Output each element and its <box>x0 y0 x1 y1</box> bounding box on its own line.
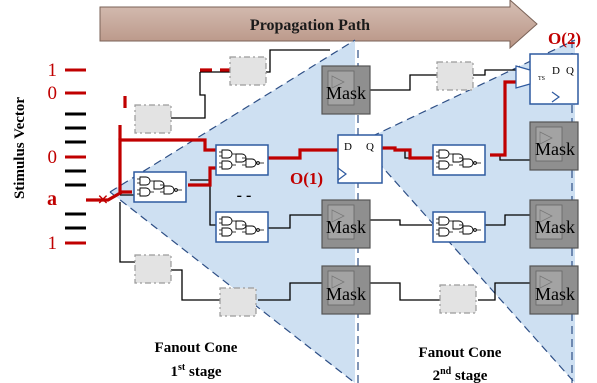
banner-label: Propagation Path <box>250 17 370 34</box>
cone2-line1: Fanout Cone <box>419 345 502 361</box>
mask-label-1: Mask <box>326 83 366 103</box>
cone2-sup: nd <box>440 366 452 377</box>
stimulus-value-0a: 0 <box>48 83 58 104</box>
propagation-wires <box>86 68 530 202</box>
cone2-line2: 2nd stage <box>433 366 488 383</box>
output-label-o1: O(1) <box>290 169 323 188</box>
ff2-q-label: Q <box>566 65 574 77</box>
stimulus-value-1: 1 <box>48 60 58 81</box>
stimulus-value-a: a <box>47 188 57 210</box>
stimulus-vector-label: Stimulus Vector <box>12 97 28 199</box>
gate-cluster-stage2-a <box>432 144 486 176</box>
mask-label-6: Mask <box>535 284 575 304</box>
cone1-sup: st <box>178 362 186 373</box>
cone-caption-2: Fanout Cone 2nd stage <box>419 345 502 383</box>
gate-cluster-stage2-b <box>432 211 486 243</box>
ff2-ts-label: TS <box>538 76 545 82</box>
mask-label-4: Mask <box>535 139 575 159</box>
placeholder-box-1 <box>134 104 172 134</box>
cone1-word: stage <box>189 364 222 380</box>
cone1-ordinal: 1 <box>171 364 179 380</box>
cone1-line1: Fanout Cone <box>155 340 238 356</box>
cone-caption-1: Fanout Cone 1st stage <box>155 340 238 380</box>
ellipsis-mark: - - <box>237 187 252 204</box>
mask-register-3: Mask <box>321 265 371 315</box>
mask-label-5: Mask <box>535 217 575 237</box>
placeholder-box-4 <box>219 287 257 317</box>
ff1-d-label: D <box>344 141 352 153</box>
error-x-icon: × <box>97 189 108 211</box>
cone1-line2: 1st stage <box>171 362 222 380</box>
mask-label-3: Mask <box>326 284 366 304</box>
stimulus-value-1b: 1 <box>48 233 58 254</box>
gate-cluster-stage1-c <box>215 211 269 243</box>
cone2-word: stage <box>455 368 488 383</box>
flip-flop-o1: D Q <box>337 134 383 184</box>
mask-register-2: Mask <box>321 199 371 249</box>
placeholder-box-5 <box>436 61 474 91</box>
flip-flop-o2: TS D Q <box>515 53 579 105</box>
mask-register-1: Mask <box>321 65 371 115</box>
placeholder-box-3 <box>134 254 172 284</box>
stimulus-vector: 1 0 0 a 1 <box>47 60 86 254</box>
propagation-arrow-banner: Propagation Path <box>99 0 538 50</box>
mask-register-6: Mask <box>529 265 579 315</box>
output-label-o2: O(2) <box>548 29 581 48</box>
stimulus-value-0b: 0 <box>48 147 58 168</box>
mask-register-4: Mask <box>529 121 579 171</box>
gate-cluster-stage1-b <box>215 144 269 176</box>
placeholder-box-6 <box>439 284 477 314</box>
mask-label-2: Mask <box>326 217 366 237</box>
placeholder-box-2 <box>229 56 267 86</box>
ff1-q-label: Q <box>366 141 374 153</box>
mask-register-5: Mask <box>529 199 579 249</box>
gate-cluster-stage1-a <box>133 171 187 203</box>
ff2-d-label: D <box>552 65 560 77</box>
cone2-ordinal: 2 <box>433 368 441 383</box>
